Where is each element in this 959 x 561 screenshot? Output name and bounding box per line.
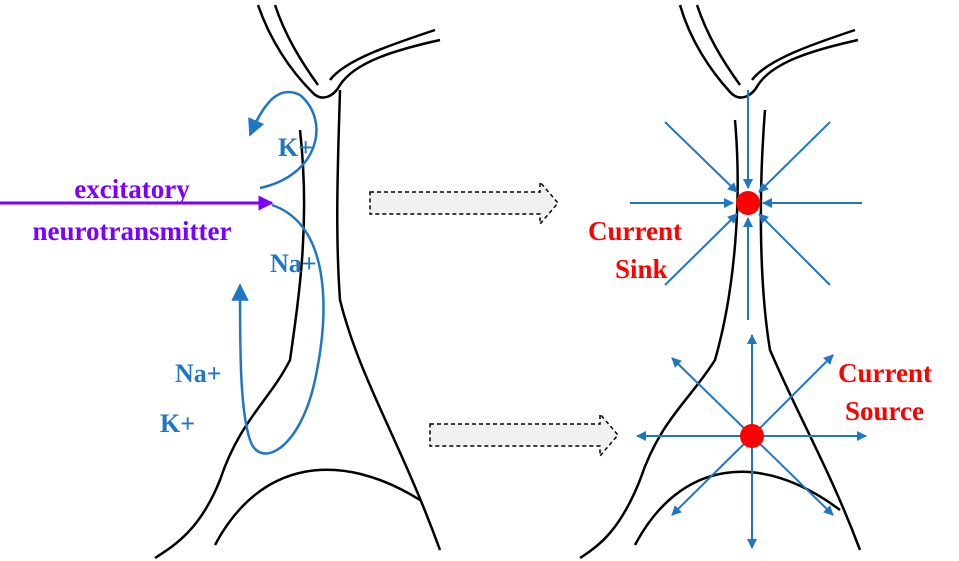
label-k-low: K+ (160, 409, 195, 438)
transition-arrow-bottom (429, 411, 619, 459)
current-source-dot (740, 424, 764, 448)
label-sink-line1: Current (588, 216, 682, 246)
label-source-line2: Source (845, 396, 924, 426)
label-neurotransmitter: neurotransmitter (33, 216, 232, 246)
current-sink-arrows (630, 90, 862, 320)
ion-current-loops (231, 90, 325, 455)
current-sink-dot (736, 191, 760, 215)
label-k-top: K+ (278, 133, 313, 162)
current-source-arrows (636, 334, 867, 549)
label-sink-line2: Sink (615, 254, 668, 284)
label-na-low: Na+ (175, 359, 222, 388)
label-na-mid: Na+ (270, 249, 317, 278)
label-excitatory: excitatory (74, 174, 190, 204)
transition-arrow-top (369, 179, 559, 227)
label-source-line1: Current (838, 358, 932, 388)
left-neuron-outline (154, 4, 442, 560)
